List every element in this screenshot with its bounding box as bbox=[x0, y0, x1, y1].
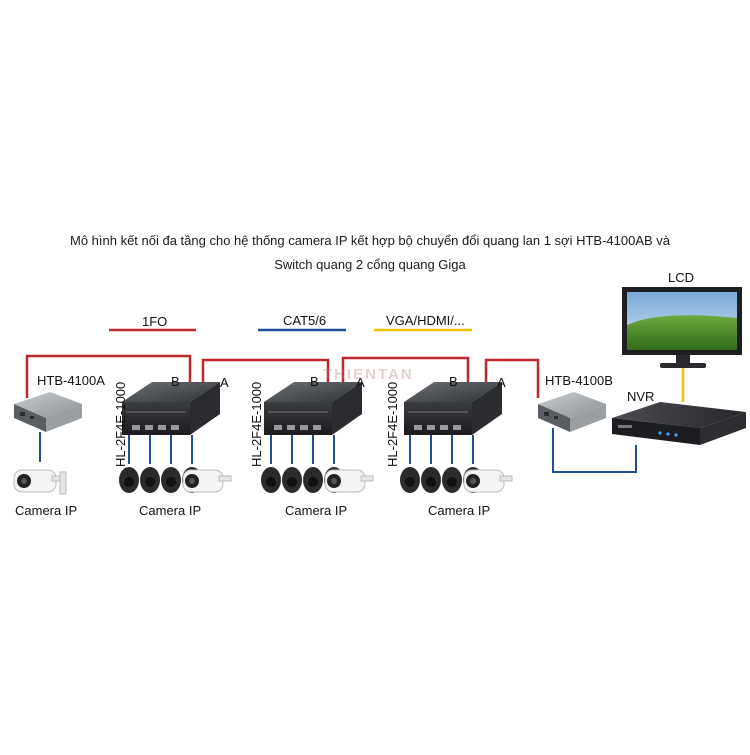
htb-4100b-converter bbox=[538, 392, 606, 432]
bullet-camera-icon bbox=[463, 469, 513, 493]
title-line-1: Mô hình kết nối đa tầng cho hệ thống cam… bbox=[69, 233, 671, 248]
dome-camera-icon bbox=[282, 467, 302, 493]
switch-3-model-label: HL-2F4E-1000 bbox=[385, 381, 400, 467]
switch-3-box bbox=[404, 382, 502, 435]
camera-ip-label-3: Camera IP bbox=[285, 503, 348, 518]
fiber-link-switch2-switch3 bbox=[341, 356, 470, 382]
switch-3-port-a-label: A bbox=[497, 375, 506, 390]
switch3-camera-cables bbox=[409, 435, 474, 464]
legend-fiber-label: 1FO bbox=[142, 314, 168, 329]
legend-video-label: VGA/HDMI/... bbox=[386, 313, 465, 328]
dome-camera-icon bbox=[442, 467, 462, 493]
dome-camera-icon bbox=[119, 467, 139, 493]
fiber-link-htb4100a-switch1 bbox=[25, 354, 192, 398]
fiber-link-switch1-switch2 bbox=[201, 358, 330, 382]
diagram-title: Mô hình kết nối đa tầng cho hệ thống cam… bbox=[20, 229, 720, 277]
camera-ip-label-2: Camera IP bbox=[139, 503, 202, 518]
switch-1-port-b-label: B bbox=[171, 374, 180, 389]
htb-4100a-label: HTB-4100A bbox=[37, 373, 105, 388]
fiber-links bbox=[25, 354, 540, 398]
lcd-label: LCD bbox=[668, 270, 695, 285]
switch-2-port-b-label: B bbox=[310, 374, 319, 389]
nvr-label: NVR bbox=[627, 389, 655, 404]
dome-camera-icon bbox=[261, 467, 281, 493]
dome-camera-icon bbox=[161, 467, 181, 493]
dome-camera-icon bbox=[303, 467, 323, 493]
switch-2-port-a-label: A bbox=[356, 375, 365, 390]
bullet-camera-icon bbox=[324, 469, 374, 493]
switch-3-port-b-label: B bbox=[449, 374, 458, 389]
switch-1-box bbox=[122, 382, 220, 435]
camera-ip-label-4: Camera IP bbox=[428, 503, 491, 518]
dome-camera-icon bbox=[140, 467, 160, 493]
switch-1-port-a-label: A bbox=[220, 375, 229, 390]
dome-camera-icon bbox=[400, 467, 420, 493]
fiber-link-switch3-htb4100b bbox=[484, 358, 540, 398]
switch-2-model-label: HL-2F4E-1000 bbox=[249, 381, 264, 467]
switch-2-box bbox=[264, 382, 362, 435]
lcd-monitor-icon bbox=[622, 287, 742, 368]
nvr-recorder-icon bbox=[612, 402, 746, 445]
dome-camera-icon bbox=[421, 467, 441, 493]
legend-cat-label: CAT5/6 bbox=[283, 313, 327, 328]
cat-link-htb4100b-nvr bbox=[552, 428, 637, 473]
cat-links bbox=[39, 428, 637, 473]
switch2-camera-cables bbox=[270, 435, 335, 464]
title-line-2: Switch quang 2 cổng quang Giga bbox=[274, 257, 466, 272]
switch-1-model-label: HL-2F4E-1000 bbox=[113, 381, 128, 467]
bullet-camera-icon bbox=[13, 469, 67, 495]
htb-4100a-converter bbox=[14, 392, 82, 432]
htb-4100b-label: HTB-4100B bbox=[545, 373, 613, 388]
watermark: THIENTAN bbox=[323, 366, 414, 383]
bullet-camera-icon bbox=[182, 469, 232, 493]
camera-ip-label-1: Camera IP bbox=[15, 503, 78, 518]
switch1-camera-cables bbox=[128, 435, 193, 464]
